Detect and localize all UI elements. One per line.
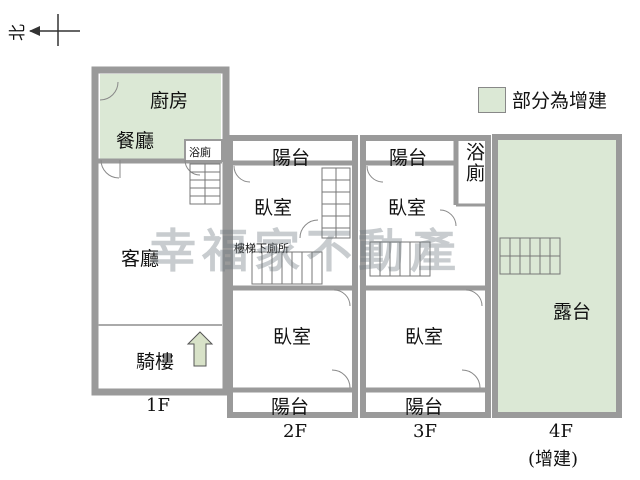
bedroom-2f-top-label: 臥室 xyxy=(254,197,293,219)
bedroom-3f-bottom-label: 臥室 xyxy=(405,326,444,348)
floor-label-1f: 1F xyxy=(146,395,170,416)
compass-arrow-icon xyxy=(29,14,80,46)
floor-label-4f: 4F xyxy=(549,421,573,442)
floor-label-2f: 2F xyxy=(283,421,307,442)
bedroom-3f-top-label: 臥室 xyxy=(388,197,427,219)
bedroom-2f-bottom-label: 臥室 xyxy=(273,326,312,348)
floor-label-3f: 3F xyxy=(413,421,437,442)
addition-area-4f xyxy=(498,140,616,412)
dining-label: 餐廳 xyxy=(116,130,155,152)
balcony-3f-bottom-label: 陽台 xyxy=(405,396,444,418)
legend-label: 部分為增建 xyxy=(512,90,608,112)
compass-north-label: 北 xyxy=(8,24,28,41)
living-label: 客廳 xyxy=(121,248,160,270)
balcony-2f-top-label: 陽台 xyxy=(272,147,311,169)
terrace-label: 露台 xyxy=(553,301,592,323)
bath-1f-label: 浴廁 xyxy=(189,146,211,159)
watermark-text: 幸福家不動產 xyxy=(150,224,462,278)
arcade-label: 騎樓 xyxy=(136,351,175,373)
kitchen-label: 廚房 xyxy=(150,90,189,112)
floor-1f-plan xyxy=(91,66,230,396)
floor-3f-plan xyxy=(360,135,491,418)
stair-toilet-label: 樓梯下廁所 xyxy=(234,242,289,255)
entrance-arrow-icon xyxy=(186,331,214,367)
balcony-2f-bottom-label: 陽台 xyxy=(271,396,310,418)
floor-4f-plan xyxy=(492,134,622,418)
balcony-3f-top-label: 陽台 xyxy=(389,147,428,169)
floor-note-4f: (增建) xyxy=(528,449,579,470)
legend-swatch xyxy=(478,87,506,113)
bath-3f-label: 浴廁 xyxy=(463,142,485,184)
floor-2f-plan xyxy=(227,135,358,418)
